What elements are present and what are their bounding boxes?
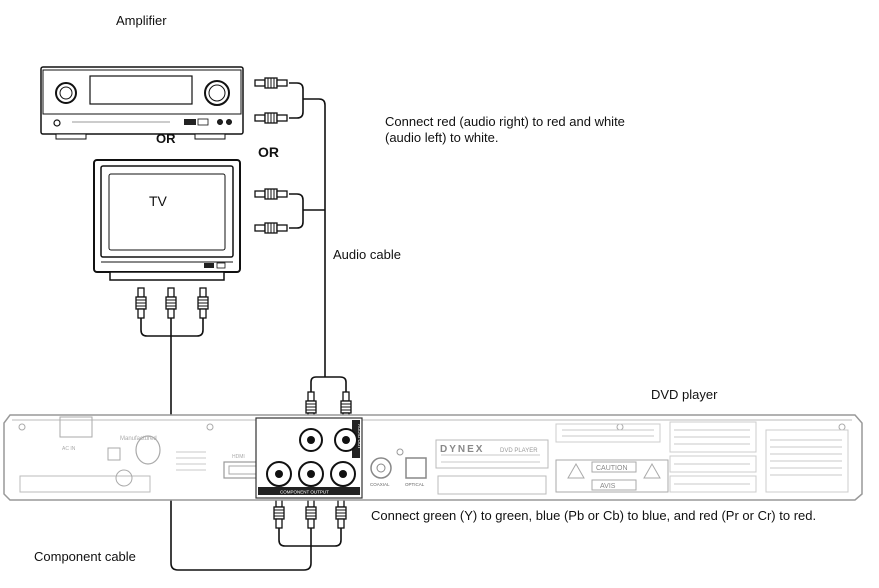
component-cable bbox=[140, 318, 342, 571]
dvd-coaxial-text: COAXIAL bbox=[370, 482, 390, 487]
dvd-manufactured-text: Manufactured bbox=[120, 436, 157, 442]
audio-connection-note: Connect red (audio right) to red and whi… bbox=[385, 114, 625, 145]
dvd-hdmi-text: HDMI bbox=[232, 454, 245, 460]
dvd-brand-text: DYNEX bbox=[440, 444, 484, 455]
component-cable-label: Component cable bbox=[34, 549, 136, 564]
dvd-component-output-text: COMPONENT OUTPUT bbox=[280, 490, 329, 495]
component-connection-note: Connect green (Y) to green, blue (Pb or … bbox=[371, 508, 817, 523]
dvd-player-device: DYNEX DVD PLAYER CAUTION AVIS Manufactur… bbox=[3, 414, 863, 501]
or-label-large: OR bbox=[258, 144, 279, 160]
dvd-avis-text: AVIS bbox=[600, 483, 616, 490]
audio-plugs-amplifier bbox=[254, 77, 288, 124]
dvd-audio-out-text: AUDIO OUT bbox=[357, 424, 362, 449]
dvd-ac-in-text: AC IN bbox=[62, 446, 76, 452]
amplifier-label: Amplifier bbox=[116, 13, 167, 28]
audio-cable-label: Audio cable bbox=[333, 247, 401, 262]
amplifier-device bbox=[40, 66, 244, 140]
audio-plugs-tv bbox=[254, 188, 288, 234]
dvd-caution-text: CAUTION bbox=[596, 465, 628, 472]
component-plugs-tv bbox=[135, 287, 209, 319]
or-label-small: OR bbox=[156, 131, 176, 146]
audio-cable bbox=[289, 82, 347, 392]
dvd-player-label: DVD player bbox=[651, 387, 718, 402]
tv-label: TV bbox=[149, 193, 167, 209]
dvd-optical-text: OPTICAL bbox=[405, 482, 425, 487]
dvd-product-text: DVD PLAYER bbox=[500, 448, 538, 454]
component-plugs-dvd bbox=[273, 497, 347, 529]
tv-device bbox=[93, 159, 241, 281]
